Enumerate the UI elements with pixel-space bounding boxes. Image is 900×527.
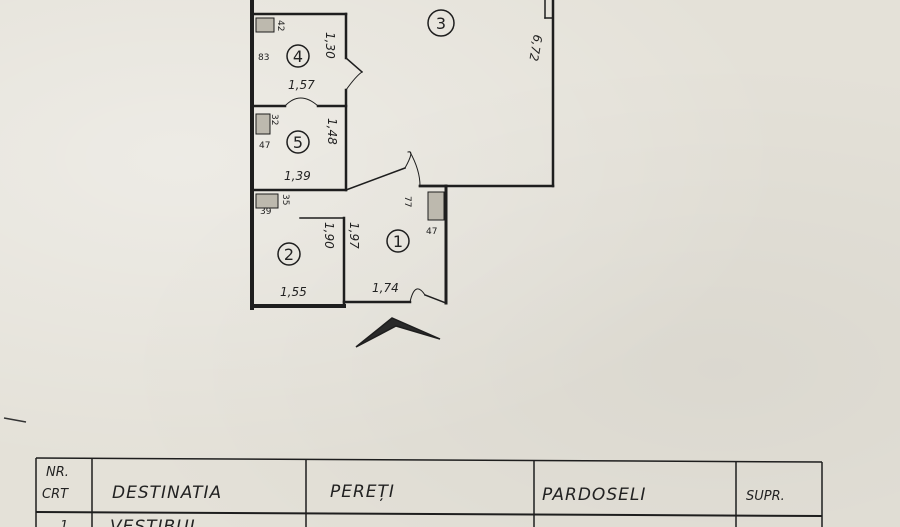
duct-room2: [255, 193, 279, 209]
room-4-marker: [286, 44, 310, 68]
room-3-marker: [427, 9, 455, 37]
duct-room4: [255, 17, 275, 33]
header-nr-line2: CRT: [42, 487, 69, 502]
room-1-marker: [386, 229, 410, 253]
dim-r4-top: 42: [275, 20, 285, 31]
margin-mark: [3, 417, 27, 423]
header-pardoseli: PARDOSELI: [542, 485, 646, 505]
door-room5: [284, 97, 319, 107]
door-room4: [344, 56, 364, 74]
room-1-height: 1,97: [347, 222, 361, 249]
header-pereti: PEREȚI: [330, 482, 395, 502]
row-1-destinatia: VESTIBUL: [110, 517, 200, 527]
rooms-table: [35, 457, 823, 527]
room-4-number: 4: [293, 47, 303, 66]
room-2-width: 1,55: [280, 285, 307, 299]
room-1-width: 1,74: [372, 281, 399, 295]
room-4-height: 1,30: [323, 32, 337, 59]
room-2-height: 1,90: [322, 222, 336, 249]
header-supr: SUPR.: [746, 489, 785, 504]
duct-room1: [427, 191, 445, 221]
header-destinatia: DESTINATIA: [112, 483, 222, 503]
room-3-height: 6,72: [526, 33, 544, 62]
dim-r1-right-bottom: 47: [426, 227, 437, 237]
room-5-height: 1,48: [325, 118, 339, 145]
dim-r4-left: 83: [258, 53, 269, 63]
door-room1-top: [345, 167, 406, 191]
entrance-door: [424, 294, 447, 304]
room-3-number: 3: [436, 14, 446, 33]
room-1-number: 1: [393, 232, 403, 251]
dim-r2-top: 35: [280, 194, 290, 205]
room-2-number: 2: [284, 245, 294, 264]
dim-r1-right-top: 77: [402, 196, 412, 207]
room-5-width: 1,39: [284, 169, 311, 183]
dim-r5-top: 32: [269, 114, 279, 125]
entrance-arrow-icon: [355, 317, 441, 348]
duct-room5: [255, 113, 271, 135]
dim-r5-left: 47: [259, 141, 270, 151]
row-1-nr: 1: [60, 519, 68, 527]
room-4-width: 1,57: [288, 78, 315, 92]
room-5-marker: [286, 130, 310, 154]
room-2-marker: [277, 242, 301, 266]
room-5-number: 5: [293, 133, 303, 152]
header-nr-line1: NR.: [46, 465, 69, 480]
dim-r2-left: 39: [260, 207, 272, 217]
